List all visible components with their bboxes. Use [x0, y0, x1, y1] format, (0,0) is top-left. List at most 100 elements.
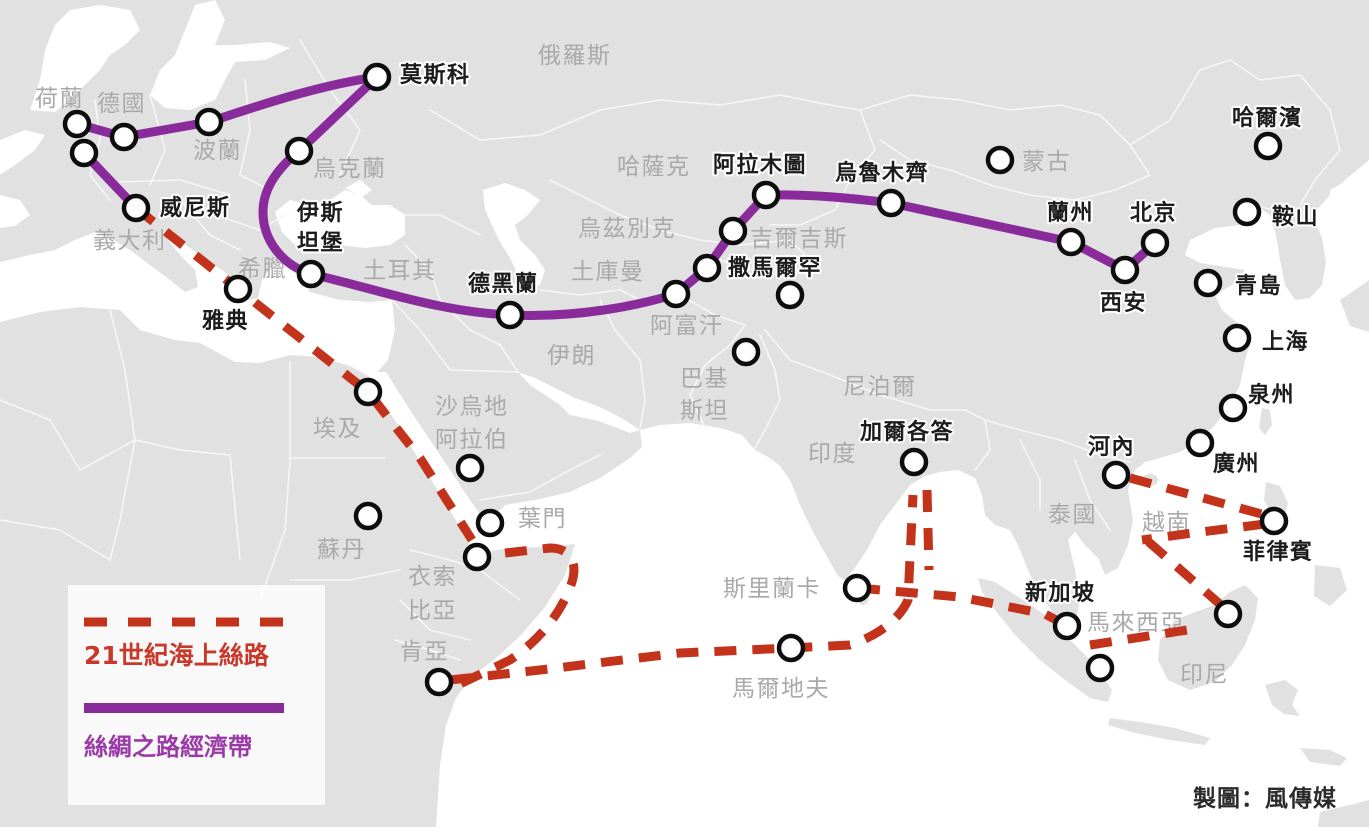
border-line — [0, 519, 111, 561]
country-label-thailand: 泰國 — [1048, 502, 1097, 528]
city-label-urumqi: 烏魯木齊 — [835, 160, 929, 186]
country-label-pakistan-line2: 斯坦 — [680, 398, 729, 424]
border-line — [229, 454, 241, 561]
marker-pakistan — [731, 337, 761, 367]
city-label-istanbul-line1: 伊斯 — [296, 200, 344, 226]
marker-kyrgyzstan — [718, 216, 748, 246]
city-label-shanghai: 上海 — [1262, 329, 1309, 355]
border-line — [984, 419, 1131, 463]
sea-caspian — [483, 183, 545, 290]
maritime-route-borneo-north — [1140, 533, 1225, 610]
border-line — [399, 599, 471, 641]
country-label-sri-lanka: 斯里蘭卡 — [723, 576, 821, 602]
country-label-egypt: 埃及 — [313, 416, 362, 442]
sea-black-sea — [275, 190, 405, 248]
marker-sumatra — [1085, 653, 1115, 683]
marker-kolkata — [899, 447, 929, 477]
country-labels: 荷蘭 德國 波蘭 烏克蘭 義大利 希臘 土耳其 俄羅斯 哈薩克 烏茲別克 土庫曼… — [35, 43, 1229, 702]
country-label-turkey: 土耳其 — [363, 258, 437, 284]
border-line — [479, 454, 601, 501]
marker-anshan — [1232, 197, 1262, 227]
maritime-route-singapore-borneo — [1089, 623, 1201, 650]
marker-quanzhou — [1218, 393, 1248, 423]
island-java — [1108, 718, 1210, 745]
border-line — [679, 294, 746, 429]
country-label-india: 印度 — [808, 441, 857, 467]
legend-belt-label: 絲綢之路經濟帶 — [84, 733, 252, 761]
sea-of-japan — [1326, 168, 1369, 285]
maritime-route-philippines-south-china-sea — [1141, 519, 1266, 545]
border-line — [599, 299, 646, 429]
marker-beijing — [1140, 228, 1170, 258]
country-label-russia: 俄羅斯 — [538, 43, 612, 69]
border-line — [754, 334, 781, 449]
marker-rotterdam — [69, 138, 99, 168]
city-label-quanzhou: 泉州 — [1248, 382, 1295, 408]
island-sulawesi — [1265, 680, 1300, 716]
city-label-xian: 西安 — [1100, 290, 1147, 316]
maritime-route-hanoi-philippines — [1128, 473, 1267, 520]
land-timor-australia — [1318, 800, 1369, 827]
city-label-kolkata: 加爾各答 — [859, 419, 954, 445]
country-label-italy: 義大利 — [93, 228, 167, 254]
border-line — [539, 289, 641, 301]
country-label-saudi-arabia-line2: 阿拉伯 — [435, 427, 509, 453]
marker-djibouti — [462, 542, 492, 572]
marker-hanoi — [1101, 460, 1131, 490]
marker-harbin — [1253, 131, 1283, 161]
maritime-route-venice-red-sea — [133, 204, 476, 543]
city-label-guangzhou: 廣州 — [1213, 451, 1260, 477]
sea-azov — [345, 180, 372, 197]
legend: 21世紀海上絲路 絲綢之路經濟帶 — [68, 585, 325, 805]
border-line — [859, 94, 1151, 201]
country-label-pakistan-line1: 巴基 — [680, 366, 729, 392]
marker-tehran — [495, 300, 525, 330]
marker-istanbul — [296, 259, 326, 289]
country-label-ethiopia-line1: 衣索 — [408, 564, 457, 590]
border-line — [1019, 439, 1041, 511]
border-line — [1074, 459, 1111, 531]
border-line — [439, 299, 519, 373]
border-line — [179, 199, 241, 251]
sea-mediterranean — [0, 232, 395, 378]
marker-samarkand — [692, 253, 722, 283]
map-credit: 製圖：風傳媒 — [1192, 785, 1337, 812]
marker-guangzhou — [1185, 428, 1215, 458]
marker-yemen — [475, 508, 505, 538]
border-line — [391, 299, 519, 373]
marker-afghanistan — [661, 279, 691, 309]
border-line — [404, 244, 441, 301]
border-line — [1129, 59, 1341, 206]
sea-english-channel — [0, 130, 45, 175]
legend-maritime-label: 21世紀海上絲路 — [84, 641, 270, 670]
country-label-indonesia: 印尼 — [1180, 662, 1229, 688]
border-line — [109, 439, 136, 561]
country-label-mongolia: 蒙古 — [1022, 149, 1071, 175]
marker-maldives — [776, 633, 806, 663]
marker-sri-lanka — [842, 573, 872, 603]
sea-north-sea — [30, 5, 140, 112]
country-label-saudi-arabia-line1: 沙烏地 — [435, 394, 509, 420]
city-label-istanbul-line2: 坦堡 — [297, 230, 344, 256]
city-label-philippines: 菲律賓 — [1243, 539, 1314, 565]
country-label-kazakhstan: 哈薩克 — [617, 154, 691, 180]
country-label-afghanistan: 阿富汗 — [650, 313, 724, 339]
maritime-route-kenya-kolkata — [449, 494, 918, 685]
marker-moscow — [362, 62, 392, 92]
marker-philippines — [1259, 506, 1289, 536]
city-label-lanzhou: 蘭州 — [1047, 201, 1094, 226]
border-line — [429, 94, 861, 141]
marker-qingdao — [1193, 268, 1223, 298]
marker-lanzhou — [1056, 227, 1086, 257]
legend-belt-swatch — [84, 703, 284, 713]
marker-kenya — [424, 667, 454, 697]
marker-shanghai — [1222, 323, 1252, 353]
marker-almaty — [751, 180, 781, 210]
marker-athens — [223, 274, 253, 304]
border-line — [289, 569, 401, 581]
city-label-qingdao: 青島 — [1235, 273, 1282, 299]
marker-sudan — [353, 501, 383, 531]
city-label-beijing: 北京 — [1130, 200, 1177, 226]
